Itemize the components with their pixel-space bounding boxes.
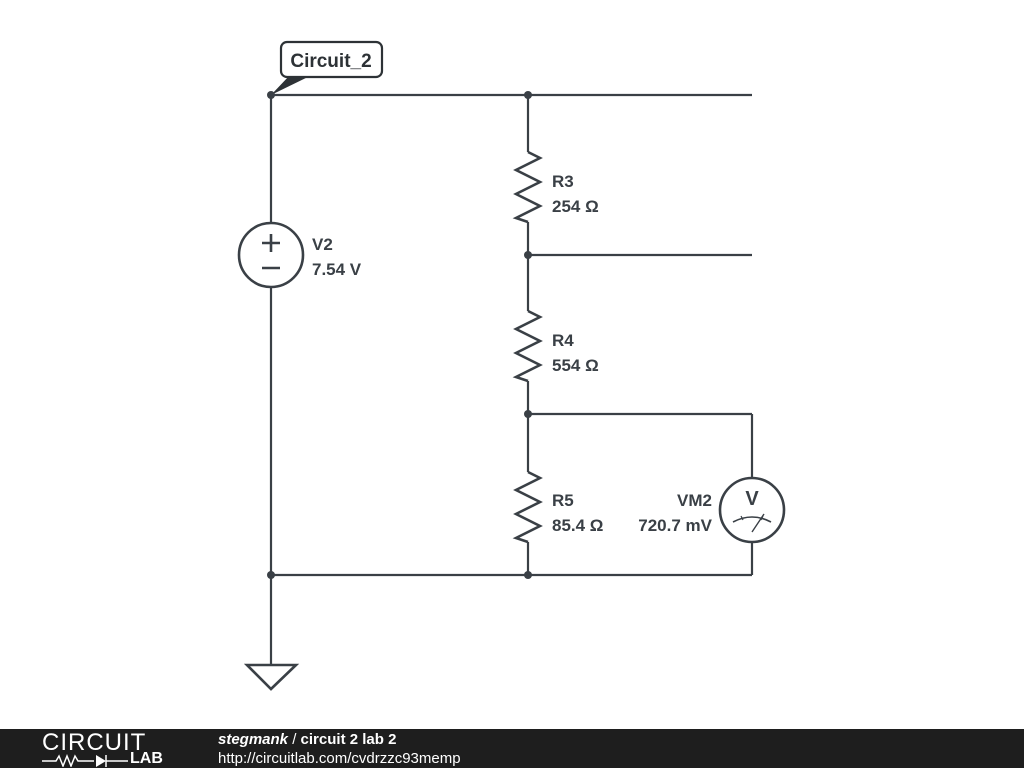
wires [269,93,754,665]
resistor-r4-zigzag-icon [512,309,543,383]
voltmeter-vm2[interactable]: V VM2 720.7 mV [638,476,786,544]
vm2-value: 720.7 mV [638,516,712,535]
r3-name: R3 [552,172,574,191]
footer-bar: CIRCUIT LAB stegmank / circuit 2 lab 2 h… [0,729,1024,768]
circuit-tag-pointer [271,75,312,95]
junction-node [267,91,275,99]
resistor-r4[interactable]: R4 554 Ω [512,309,599,383]
junction-nodes [267,91,532,579]
v2-value: 7.54 V [312,260,362,279]
resistor-r5-zigzag-icon [512,470,543,544]
logo-text-circuit: CIRCUIT [42,729,147,756]
ground-icon [243,663,300,691]
voltmeter-tick-icon [740,515,744,521]
title-separator: / [288,731,301,748]
r4-value: 554 Ω [552,356,599,375]
author-name[interactable]: stegmank [218,731,289,748]
voltmeter-tick-icon-2 [760,515,764,521]
r4-name: R4 [552,331,574,350]
logo-resistor-diode-icon [42,753,128,767]
v2-name: V2 [312,235,333,254]
circuit-tag: Circuit_2 [271,40,384,95]
r5-value: 85.4 Ω [552,516,603,535]
junction-node [524,251,532,259]
r5-name: R5 [552,491,574,510]
circuitlab-logo[interactable]: CIRCUIT LAB [42,731,177,767]
voltage-source-circle [237,221,305,289]
circuit-title[interactable]: circuit 2 lab 2 [300,731,397,748]
vm2-name: VM2 [677,491,712,510]
junction-node [524,571,532,579]
resistor-r3[interactable]: R3 254 Ω [512,150,599,224]
logo-text-lab: LAB [130,750,163,767]
junction-node [524,91,532,99]
junction-node [524,410,532,418]
resistor-r5[interactable]: R5 85.4 Ω [512,470,603,544]
circuit-tag-label: Circuit_2 [290,51,371,72]
circuit-url-link[interactable]: http://circuitlab.com/cvdrzzc93memp [218,750,461,767]
voltage-source-v2[interactable]: V2 7.54 V [237,221,362,289]
r3-value: 254 Ω [552,197,599,216]
resistor-r3-zigzag-icon [512,150,543,224]
circuit-schematic: Circuit_2 V2 7.54 V R3 254 Ω R4 554 Ω R5… [237,40,786,691]
voltmeter-symbol: V [745,488,759,510]
voltmeter-circle [718,476,786,544]
junction-node [267,571,275,579]
footer-info: stegmank / circuit 2 lab 2 http://circui… [218,731,461,768]
ground-symbol[interactable] [243,663,300,691]
circuit-tag-box [279,40,384,79]
voltmeter-scale-icon [732,516,772,523]
